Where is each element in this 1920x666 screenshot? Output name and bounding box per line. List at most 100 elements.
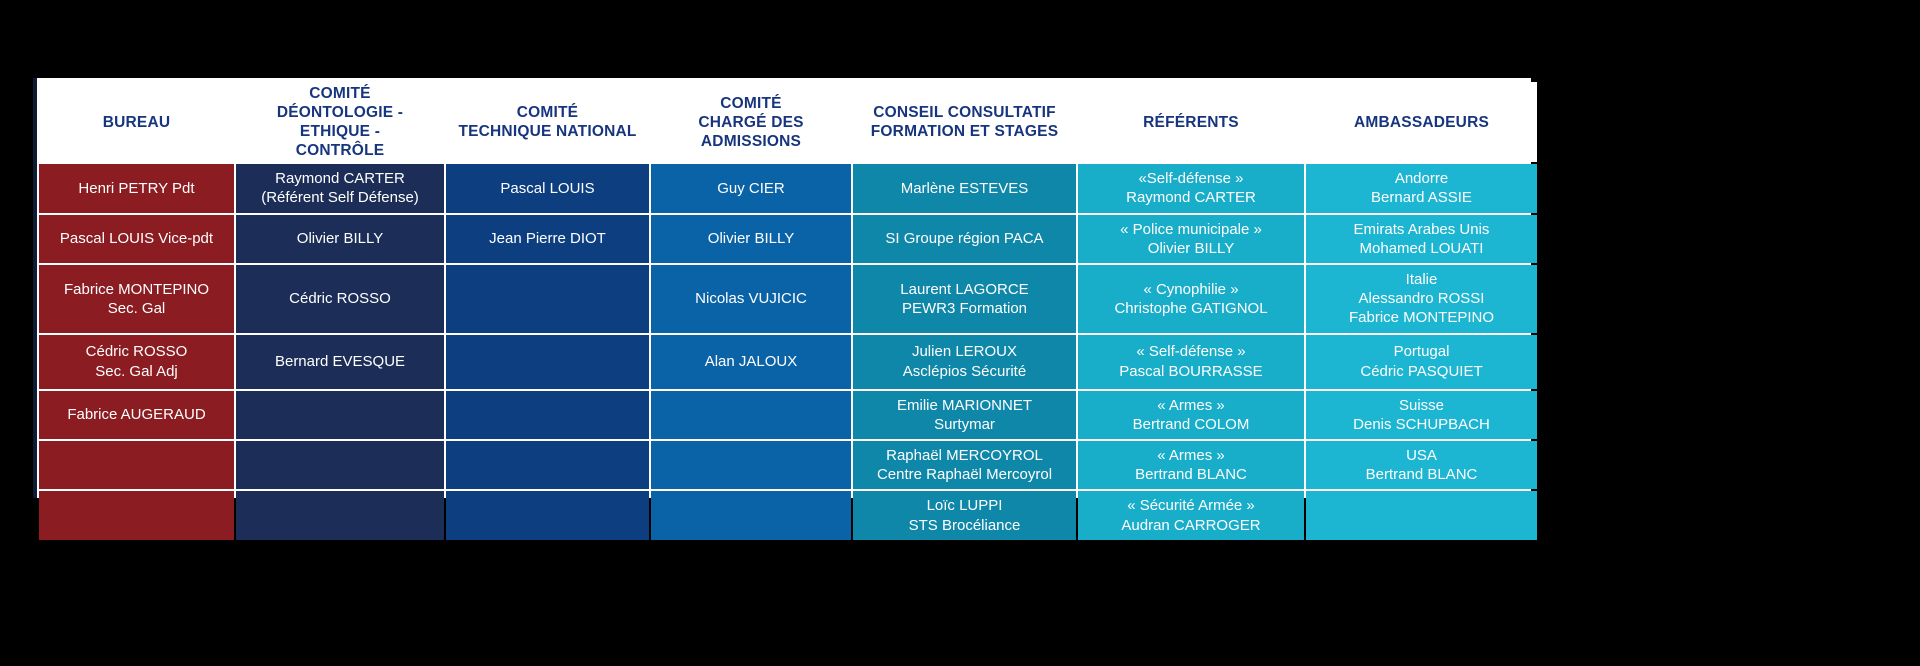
cell-text-line: Raymond CARTER: [275, 170, 405, 188]
cell-conseil: SI Groupe région PACA: [853, 214, 1076, 263]
cell-text-line: « Armes »: [1157, 446, 1225, 464]
cell-text-line: Guy CIER: [717, 179, 785, 197]
cell-text-line: Mohamed LOUATI: [1359, 239, 1484, 257]
column-header-line: RÉFÉRENTS: [1143, 113, 1239, 131]
cell-text-line: Bertrand BLANC: [1135, 466, 1247, 484]
cell-text-line: Cédric ROSSO: [85, 343, 188, 361]
column-header-referents: RÉFÉRENTS: [1078, 82, 1304, 163]
cell-referents: « Sécurité Armée »Audran CARROGER: [1078, 491, 1304, 540]
cell-text-line: Sec. Gal Adj: [95, 362, 178, 380]
cell-text-line: « Armes »: [1157, 396, 1225, 414]
cell-ambassadeurs-empty: [1306, 491, 1537, 540]
cell-deontologie: Bernard EVESQUE: [236, 334, 444, 389]
cell-text-line: Suisse: [1398, 396, 1445, 414]
cell-text-line: USA: [1406, 446, 1437, 464]
cell-text-line: « Self-défense »: [1136, 343, 1246, 361]
column-header-line: ADMISSIONS: [700, 132, 802, 150]
cell-text-line: Audran CARROGER: [1121, 516, 1261, 534]
cell-text-line: Asclépios Sécurité: [902, 362, 1027, 380]
cell-text-line: STS Brocéliance: [908, 516, 1021, 534]
cell-text-line: Bertrand BLANC: [1365, 466, 1478, 484]
cell-text-line: Fabrice MONTEPINO: [63, 280, 210, 298]
cell-deontologie-empty: [236, 440, 444, 490]
cell-text-line: Henri PETRY Pdt: [78, 179, 195, 197]
cell-text-line: « Police municipale »: [1120, 220, 1262, 238]
cell-text-line: « Sécurité Armée »: [1127, 497, 1255, 515]
cell-admissions-empty: [651, 491, 851, 540]
cell-conseil: Marlène ESTEVES: [853, 164, 1076, 213]
cell-text-line: Sec. Gal: [107, 299, 166, 317]
cell-text-line: Raymond CARTER: [1126, 189, 1256, 207]
column-header-line: CONSEIL CONSULTATIF: [873, 104, 1056, 122]
cell-admissions: Alan JALOUX: [651, 334, 851, 389]
column-header-line: BUREAU: [102, 113, 171, 131]
cell-referents: « Armes »Bertrand COLOM: [1078, 390, 1304, 439]
cell-deontologie: Olivier BILLY: [236, 214, 444, 263]
cell-technique-empty: [446, 265, 649, 333]
cell-text-line: Pascal LOUIS: [500, 179, 595, 197]
cell-text-line: Nicolas VUJICIC: [695, 290, 807, 308]
cell-text-line: Centre Raphaël Mercoyrol: [876, 466, 1053, 484]
column-header-line: TECHNIQUE NATIONAL: [458, 123, 637, 141]
cell-ambassadeurs: USA Bertrand BLANC: [1306, 440, 1537, 490]
cell-text-line: Fabrice AUGERAUD: [67, 406, 206, 424]
cell-text-line: Surtymar: [934, 415, 995, 433]
cell-deontologie-empty: [236, 390, 444, 439]
cell-text-line: Cédric ROSSO: [289, 290, 391, 308]
cell-bureau-empty: [39, 440, 234, 490]
cell-text-line: Laurent LAGORCE: [900, 280, 1029, 298]
column-header-line: COMITÉ: [516, 104, 579, 122]
cell-bureau: Fabrice AUGERAUD: [39, 390, 234, 439]
cell-text-line: Alessandro ROSSI: [1358, 290, 1485, 308]
cell-admissions: Nicolas VUJICIC: [651, 265, 851, 333]
cell-text-line: Emirats Arabes Unis: [1353, 220, 1490, 238]
column-header-line: CONTRÔLE: [295, 142, 385, 160]
cell-technique-empty: [446, 390, 649, 439]
cell-technique-empty: [446, 334, 649, 389]
cell-text-line: Julien LEROUX: [911, 343, 1018, 361]
cell-text-line: Portugal: [1393, 343, 1450, 361]
cell-bureau-empty: [39, 491, 234, 540]
cell-referents: « Self-défense »Pascal BOURRASSE: [1078, 334, 1304, 389]
cell-text-line: Olivier BILLY: [1147, 239, 1235, 257]
cell-text-line: Christophe GATIGNOL: [1114, 299, 1268, 317]
cell-text-line: Olivier BILLY: [707, 230, 795, 248]
cell-text-line: Cédric PASQUIET: [1360, 362, 1483, 380]
cell-text-line: PEWR3 Formation: [901, 299, 1028, 317]
cell-technique: Jean Pierre DIOT: [446, 214, 649, 263]
cell-admissions: Guy CIER: [651, 164, 851, 213]
cell-referents: « Cynophilie »Christophe GATIGNOL: [1078, 265, 1304, 333]
column-header-line: COMITÉ: [720, 94, 782, 112]
cell-text-line: Emilie MARIONNET: [896, 396, 1032, 414]
sheet-left-edge-rule: [33, 78, 37, 498]
cell-text-line: Loïc LUPPI: [926, 497, 1003, 515]
cell-admissions-empty: [651, 440, 851, 490]
column-header-bureau: BUREAU: [39, 82, 234, 163]
cell-text-line: Jean Pierre DIOT: [489, 230, 606, 248]
cell-text-line: SI Groupe région PACA: [885, 230, 1044, 248]
